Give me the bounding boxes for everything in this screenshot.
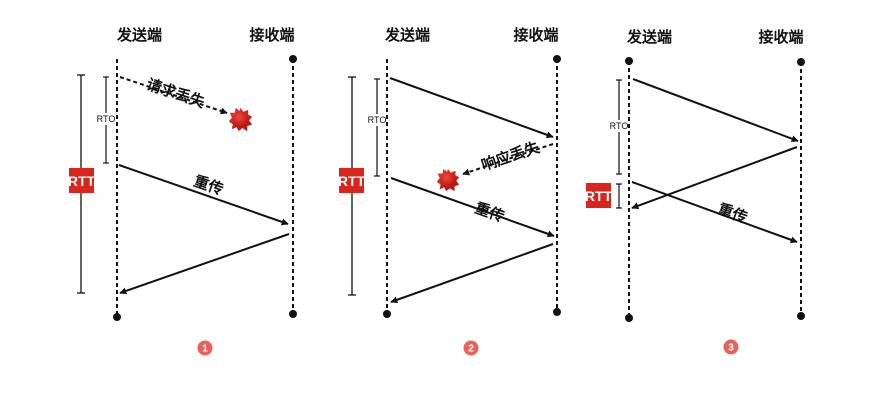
step-badge [463, 340, 479, 356]
receiver-label: 接收端 [758, 28, 803, 46]
step-number: 2 [468, 344, 474, 355]
delayed-response-arrow [631, 146, 798, 210]
response-lost-label: 响应丢失 [479, 138, 543, 174]
receiver-label: 接收端 [249, 26, 294, 44]
lost-request-arrow [119, 76, 228, 115]
receiver-timeline-start [797, 58, 805, 66]
response-arrow [390, 243, 554, 304]
sender-timeline-end [383, 310, 391, 318]
lost-response-arrow [462, 143, 554, 176]
receiver-timeline-end [797, 312, 805, 320]
rtt-badge [69, 168, 94, 193]
lost-packet-icon [436, 168, 460, 192]
rtt-label: RTT [338, 173, 366, 189]
sender-timeline-end [625, 314, 633, 322]
panel-3: 发送端 接收端 RTO RTT 重传 3 [585, 28, 805, 355]
retransmit-arrow [631, 181, 798, 244]
sender-label: 发送端 [116, 26, 162, 44]
step-number: 1 [202, 344, 208, 355]
panel-1: 发送端 接收端 RTT RTO 请求丢失 重传 [68, 26, 297, 356]
sender-timeline-start [625, 57, 633, 65]
panel-2: 发送端 接收端 RTT RTO 响应丢失 重传 [338, 26, 561, 356]
receiver-timeline-end [553, 308, 561, 316]
sender-label: 发送端 [626, 28, 672, 46]
rto-label: RTO [368, 115, 387, 125]
request-lost-label: 请求丢失 [144, 75, 208, 112]
rtt-badge [339, 168, 364, 193]
receiver-timeline-end [289, 310, 297, 318]
retransmit-arrow [118, 164, 289, 226]
receiver-timeline-start [289, 55, 297, 63]
sender-label: 发送端 [384, 26, 430, 44]
receiver-label: 接收端 [513, 26, 558, 44]
rtt-label: RTT [68, 173, 96, 189]
rto-label: RTO [610, 121, 629, 131]
response-arrow [119, 233, 290, 295]
lost-packet-icon [228, 107, 253, 132]
retransmit-label: 重传 [473, 199, 507, 226]
receiver-timeline-start [553, 55, 561, 63]
retransmit-arrow [390, 177, 555, 238]
request-arrow [389, 77, 554, 139]
rtt-badge [586, 183, 611, 208]
rtt-bracket [616, 183, 622, 209]
rto-label: RTO [97, 114, 116, 124]
step-number: 3 [728, 343, 734, 354]
retransmit-label: 重传 [716, 200, 750, 227]
step-badge [723, 339, 739, 355]
request-arrow [632, 78, 799, 143]
rto-bracket [374, 78, 380, 177]
step-badge [197, 340, 213, 356]
rtt-label: RTT [585, 188, 613, 204]
sender-timeline-end [113, 313, 121, 321]
retransmit-label: 重传 [192, 172, 226, 199]
